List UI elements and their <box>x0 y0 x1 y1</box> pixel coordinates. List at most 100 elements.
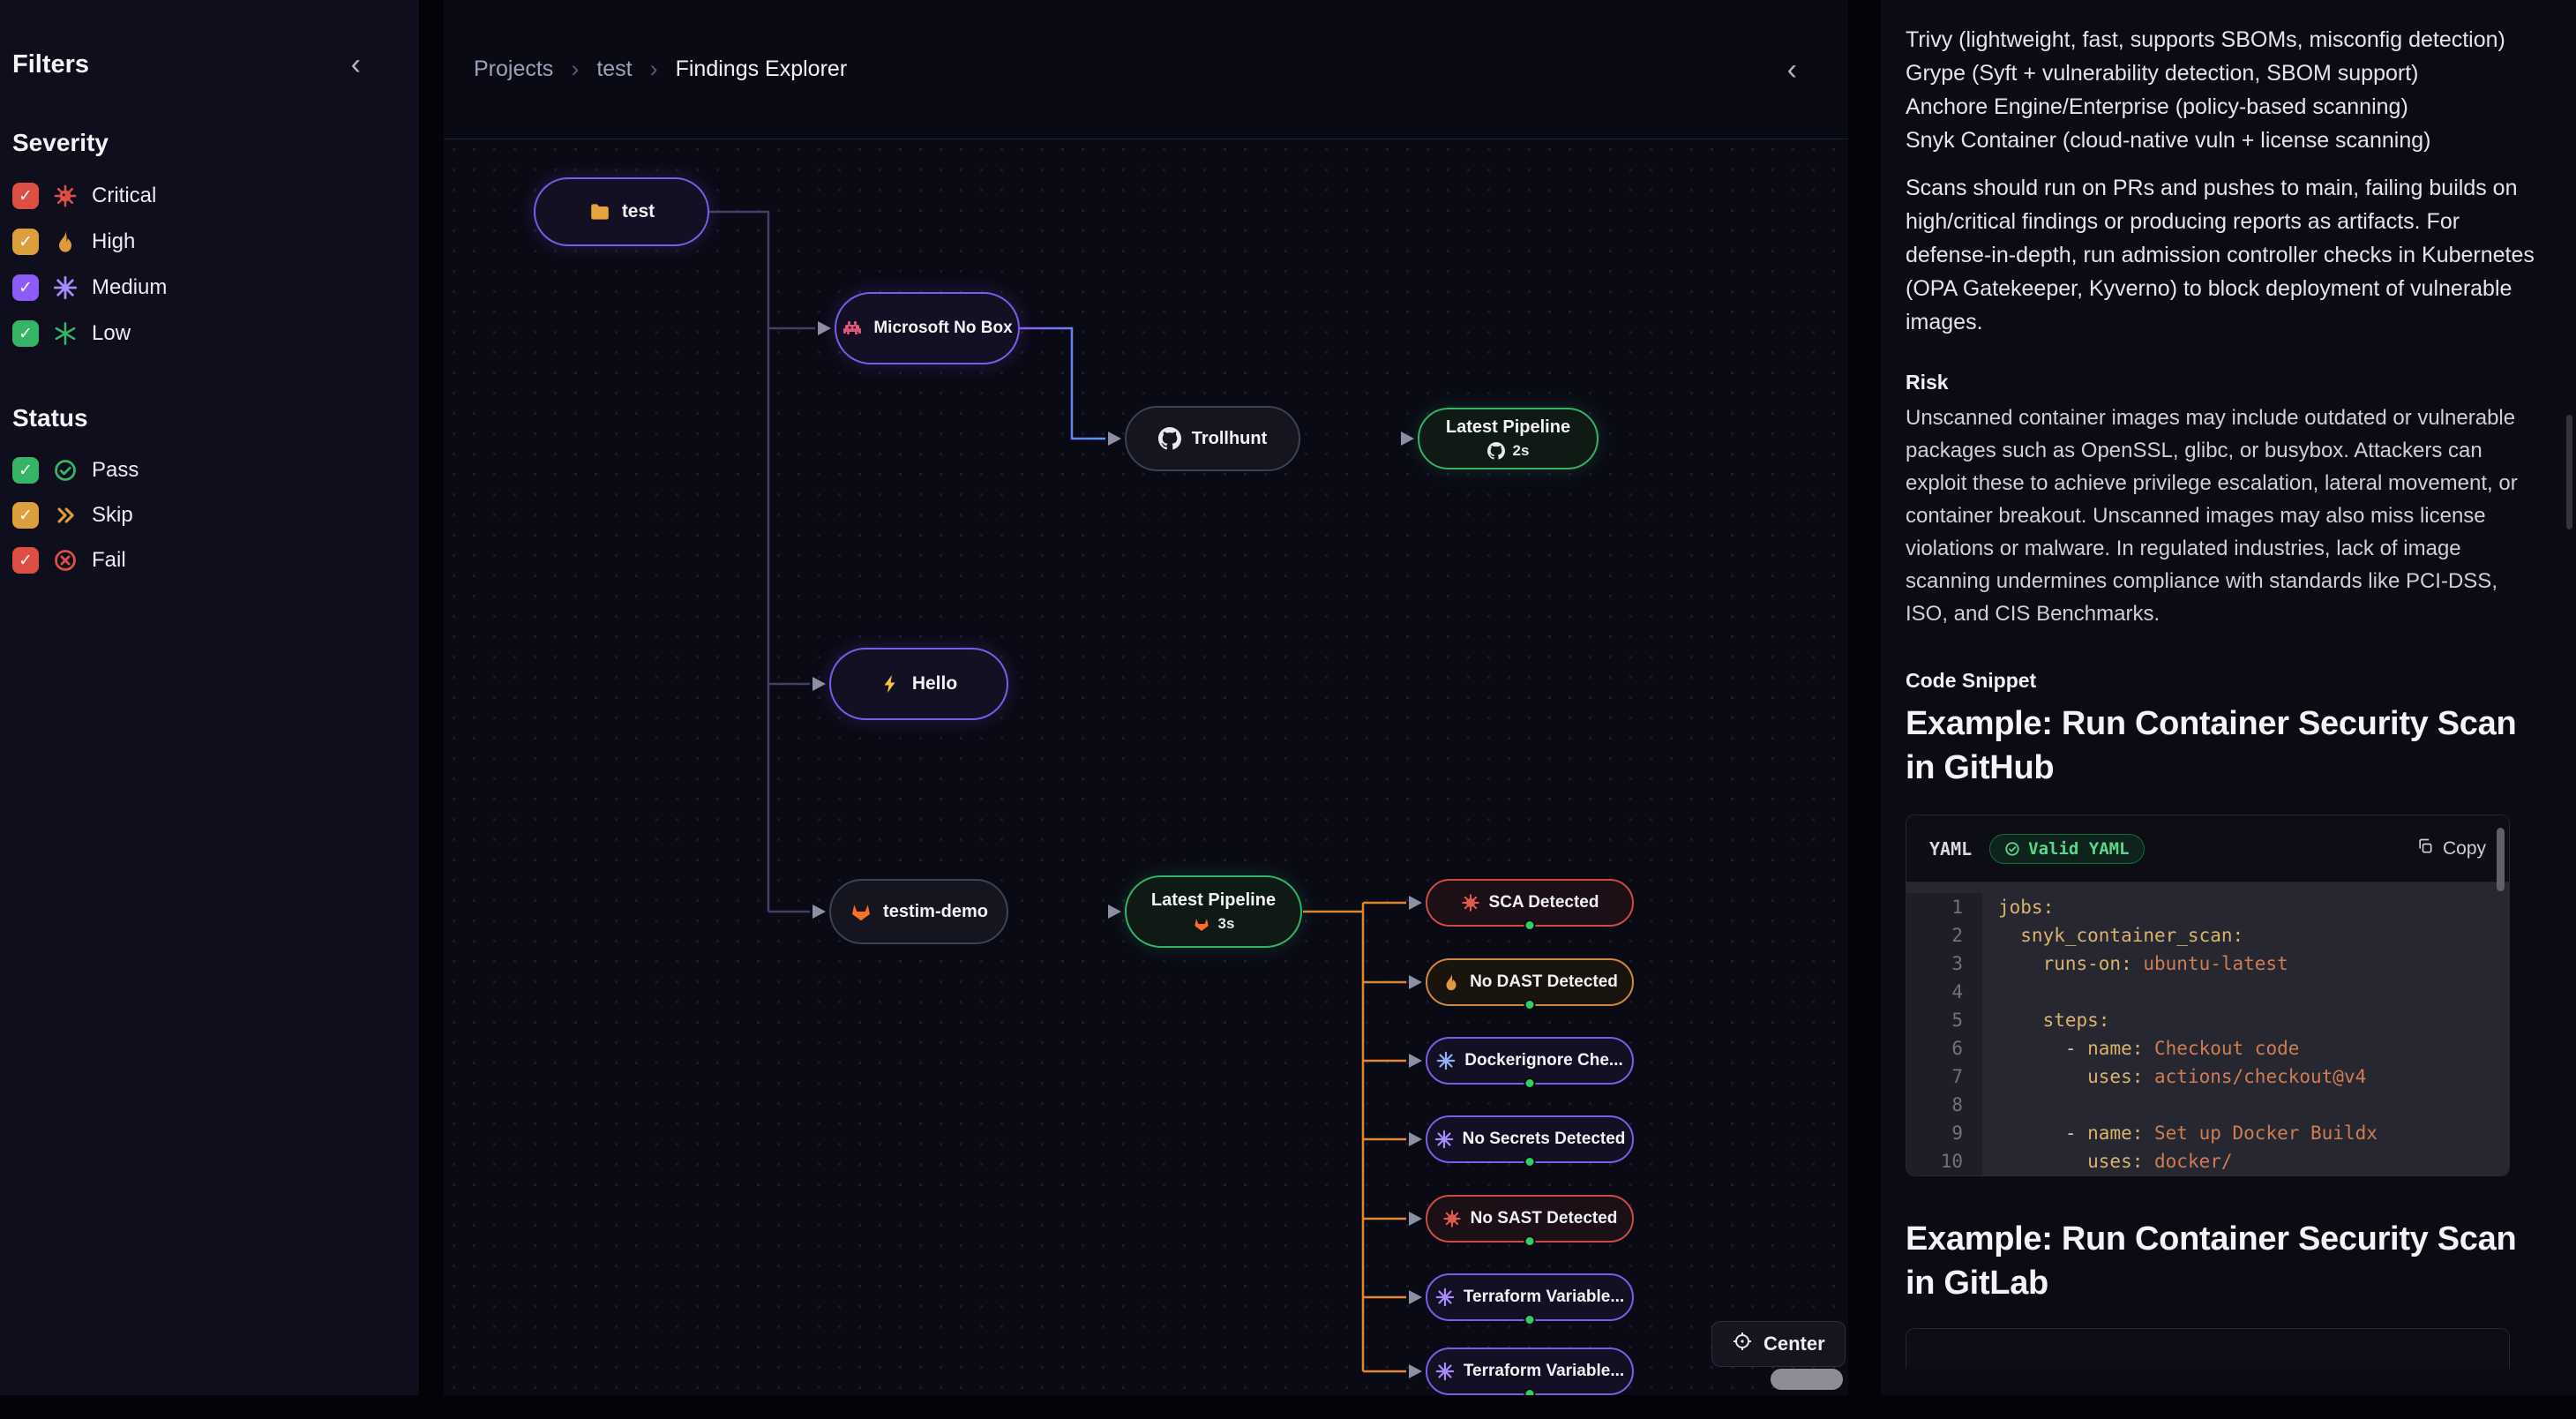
checkmark-icon: ✓ <box>19 506 33 525</box>
node-handle <box>1524 920 1536 931</box>
node-label: testim-demo <box>883 901 988 921</box>
finding-node-dockerignore[interactable]: Dockerignore Che... <box>1426 1037 1634 1089</box>
skip-icon <box>53 503 78 528</box>
code-scrollbar-thumb[interactable] <box>2497 828 2505 891</box>
filter-row-skip[interactable]: ✓ Skip <box>12 495 401 536</box>
valid-yaml-badge: Valid YAML <box>1989 833 2145 864</box>
finding-node-dast[interactable]: No DAST Detected <box>1426 958 1634 1010</box>
scanner-list: Trivy (lightweight, fast, supports SBOMs… <box>1906 23 2537 157</box>
node-handle <box>1524 1156 1536 1167</box>
filters-title: Filters <box>12 49 90 79</box>
critical-checkbox[interactable]: ✓ <box>12 183 39 209</box>
node-label: Microsoft No Box <box>873 319 1013 337</box>
status-section-title: Status <box>12 404 88 432</box>
low-checkbox[interactable]: ✓ <box>12 320 39 347</box>
gitlab-code-block-partial <box>1906 1328 2510 1369</box>
finding-node-sca[interactable]: SCA Detected <box>1426 879 1634 931</box>
graph-overlay: test Microsoft No Box Trollhunt Latest P… <box>444 0 1848 1395</box>
filter-label: High <box>92 229 136 253</box>
x-circle-icon <box>53 548 78 573</box>
filter-label: Fail <box>92 548 126 572</box>
node-handle <box>1524 1388 1536 1395</box>
repo-node-hello[interactable]: Hello <box>829 648 1008 720</box>
code-block-meta: YAML Valid YAML <box>1929 833 2145 864</box>
repo-node-testim-demo[interactable]: testim-demo <box>829 879 1008 944</box>
node-label: Trollhunt <box>1191 428 1268 448</box>
virus-icon <box>1442 1209 1462 1228</box>
skip-checkbox[interactable]: ✓ <box>12 502 39 529</box>
graph-grid-background[interactable] <box>444 139 1848 1395</box>
sidebar-collapse-button[interactable]: ‹ <box>350 48 361 81</box>
snowflake-icon <box>53 321 78 346</box>
copy-icon <box>2416 837 2434 860</box>
repo-node-trollhunt[interactable]: Trollhunt <box>1125 406 1300 471</box>
pipeline-duration: 3s <box>1193 915 1234 933</box>
finding-label: Terraform Variable... <box>1463 1362 1625 1380</box>
code-block-header: YAML Valid YAML Copy <box>1906 815 2509 882</box>
panel-scrollbar-thumb[interactable] <box>2566 415 2572 529</box>
pipeline-node-top[interactable]: Latest Pipeline 2s <box>1418 408 1599 469</box>
node-handle <box>1524 1314 1536 1325</box>
filter-row-medium[interactable]: ✓ Medium <box>12 267 401 309</box>
gear-icon <box>1436 1051 1456 1070</box>
breadcrumb-separator: › <box>571 56 580 82</box>
finding-node-terraform-1[interactable]: Terraform Variable... <box>1426 1273 1634 1325</box>
filter-label: Pass <box>92 458 139 482</box>
finding-node-sast[interactable]: No SAST Detected <box>1426 1195 1634 1247</box>
copy-button[interactable]: Copy <box>2416 837 2486 860</box>
github-icon <box>1157 427 1181 450</box>
github-example-heading: Example: Run Container Security Scan in … <box>1906 705 2517 786</box>
crosshair-icon <box>1732 1331 1753 1357</box>
burst-icon <box>1435 1362 1455 1381</box>
folder-icon <box>588 200 611 223</box>
finding-node-terraform-2[interactable]: Terraform Variable... <box>1426 1348 1634 1395</box>
finding-node-secrets[interactable]: No Secrets Detected <box>1426 1115 1634 1167</box>
filter-row-critical[interactable]: ✓ Critical <box>12 175 401 217</box>
filter-label: Low <box>92 321 131 345</box>
fail-checkbox[interactable]: ✓ <box>12 547 39 574</box>
pipeline-duration: 2s <box>1486 442 1529 460</box>
breadcrumb-projects[interactable]: Projects <box>474 56 554 81</box>
breadcrumb: Projects › test › Findings Explorer <box>474 56 847 83</box>
flame-icon <box>53 229 78 254</box>
risk-paragraph: Unscanned container images may include o… <box>1906 406 2518 626</box>
code-snippet-label: Code Snippet <box>1906 669 2037 692</box>
filter-row-fail[interactable]: ✓ Fail <box>12 540 401 581</box>
finding-label: No Secrets Detected <box>1462 1130 1626 1148</box>
node-label: Hello <box>911 673 958 694</box>
status-rows: ✓ Pass ✓ Skip ✓ Fail <box>12 450 401 581</box>
filters-sidebar: Filters ‹ Severity ✓ Critical ✓ High ✓ <box>0 0 419 1395</box>
pass-checkbox[interactable]: ✓ <box>12 457 39 484</box>
virus-icon <box>1461 893 1480 912</box>
node-label: Latest Pipeline <box>1445 417 1571 437</box>
medium-checkbox[interactable]: ✓ <box>12 274 39 301</box>
node-label: Latest Pipeline <box>1150 890 1277 910</box>
invader-icon <box>842 318 863 339</box>
repo-node-microsoft-no-box[interactable]: Microsoft No Box <box>835 292 1020 364</box>
gitlab-icon <box>850 900 872 923</box>
gitlab-example-heading: Example: Run Container Security Scan in … <box>1906 1220 2517 1302</box>
finding-label: No DAST Detected <box>1470 972 1618 991</box>
panel-collapse-button[interactable]: ‹ <box>1786 52 1797 86</box>
pipeline-node-bottom[interactable]: Latest Pipeline 3s <box>1125 875 1302 948</box>
filter-label: Critical <box>92 184 157 207</box>
horizontal-scrollbar-thumb[interactable] <box>1771 1369 1843 1390</box>
explorer-header: Projects › test › Findings Explorer ‹ <box>444 0 1848 139</box>
checkmark-icon: ✓ <box>19 186 33 206</box>
breadcrumb-test[interactable]: test <box>596 56 633 81</box>
recommendation-paragraph: Scans should run on PRs and pushes to ma… <box>1906 176 2535 334</box>
finding-label: SCA Detected <box>1488 893 1599 912</box>
filters-header: Filters ‹ <box>12 49 401 79</box>
filter-row-pass[interactable]: ✓ Pass <box>12 450 401 491</box>
breadcrumb-current: Findings Explorer <box>675 56 848 81</box>
filter-row-high[interactable]: ✓ High <box>12 221 401 263</box>
node-handle <box>1524 999 1536 1010</box>
high-checkbox[interactable]: ✓ <box>12 229 39 255</box>
center-view-button[interactable]: Center <box>1711 1321 1846 1367</box>
filter-row-low[interactable]: ✓ Low <box>12 312 401 355</box>
project-node-test[interactable]: test <box>534 177 709 246</box>
scanner-item: Snyk Container (cloud-native vuln + lice… <box>1906 128 2431 153</box>
check-circle-icon <box>53 458 78 483</box>
